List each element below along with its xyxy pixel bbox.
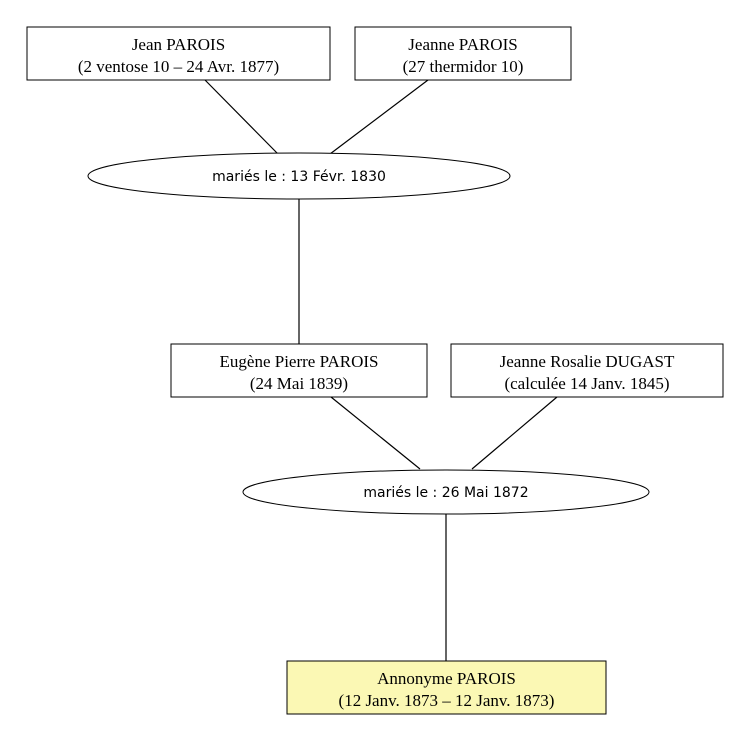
edge-jeanne-to-union-1 (329, 79, 429, 155)
union-node-2[interactable]: mariés le : 26 Mai 1872 (242, 469, 650, 515)
person-box-jeanne-rosalie-dugast[interactable]: Jeanne Rosalie DUGAST (calculée 14 Janv.… (450, 343, 724, 398)
person-box-eugene-pierre-parois[interactable]: Eugène Pierre PAROIS (24 Mai 1839) (170, 343, 428, 398)
union-label: mariés le : 26 Mai 1872 (363, 485, 528, 501)
person-box-annonyme-parois[interactable]: Annonyme PAROIS (12 Janv. 1873 – 12 Janv… (286, 660, 607, 715)
union-node-1[interactable]: mariés le : 13 Févr. 1830 (87, 152, 511, 200)
person-dates: (12 Janv. 1873 – 12 Janv. 1873) (339, 691, 555, 710)
person-name: Annonyme PAROIS (377, 669, 516, 688)
edge-jean-to-union-1 (204, 79, 279, 155)
person-name: Eugène Pierre PAROIS (220, 352, 379, 371)
person-dates: (calculée 14 Janv. 1845) (504, 374, 669, 393)
edges (204, 79, 558, 661)
person-name: Jeanne PAROIS (408, 35, 517, 54)
edge-rosalie-to-union-2 (471, 396, 558, 470)
edge-eugene-to-union-2 (330, 396, 421, 470)
person-box-jeanne-parois[interactable]: Jeanne PAROIS (27 thermidor 10) (354, 26, 572, 81)
person-dates: (27 thermidor 10) (403, 57, 524, 76)
person-dates: (24 Mai 1839) (250, 374, 348, 393)
person-dates: (2 ventose 10 – 24 Avr. 1877) (78, 57, 279, 76)
person-box-jean-parois[interactable]: Jean PAROIS (2 ventose 10 – 24 Avr. 1877… (26, 26, 331, 81)
person-name: Jean PAROIS (132, 35, 225, 54)
union-label: mariés le : 13 Févr. 1830 (212, 169, 386, 185)
person-name: Jeanne Rosalie DUGAST (500, 352, 675, 371)
